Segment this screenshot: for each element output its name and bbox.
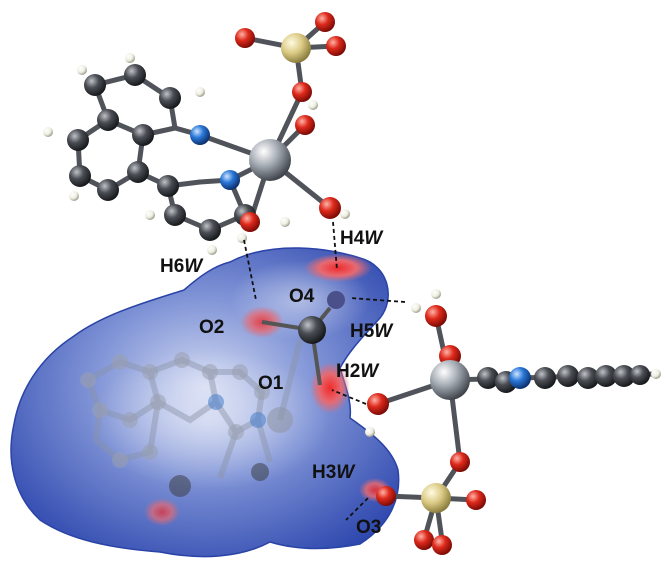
- label-o4: O4: [289, 286, 315, 307]
- inner-atoms: [80, 352, 293, 497]
- label-o1: O1: [258, 373, 284, 394]
- upper-complex: [43, 12, 350, 255]
- label-h6w: H6W: [160, 256, 204, 277]
- hbond-h3w-o3: [345, 497, 369, 521]
- hbond-h5w-o4: [349, 297, 406, 303]
- atom-labels: H6W H4W O4 O2 H5W O1 H2W H3W O3: [160, 228, 394, 538]
- right-bonds: [375, 313, 658, 543]
- inner-sulfate: [261, 291, 345, 386]
- contact-spot: [144, 498, 180, 526]
- contact-spot: [304, 254, 372, 282]
- right-complex: [365, 289, 661, 555]
- right-atoms: [365, 289, 486, 555]
- label-h2w: H2W: [336, 361, 380, 382]
- label-h4w: H4W: [340, 228, 384, 249]
- hirshfeld-surface: [10, 247, 400, 558]
- label-h5w: H5W: [350, 321, 394, 342]
- hbond-h4w-o4: [332, 221, 338, 271]
- label-o2: O2: [199, 317, 224, 338]
- label-o3: O3: [356, 517, 381, 538]
- right-ring-atoms: [477, 365, 661, 393]
- upper-atoms: [67, 12, 346, 241]
- hydrogen-bonds: [243, 221, 406, 521]
- hbond-h6w-o2: [243, 239, 257, 301]
- hbond-h2w-o1: [331, 389, 367, 405]
- label-h3w: H3W: [312, 462, 356, 483]
